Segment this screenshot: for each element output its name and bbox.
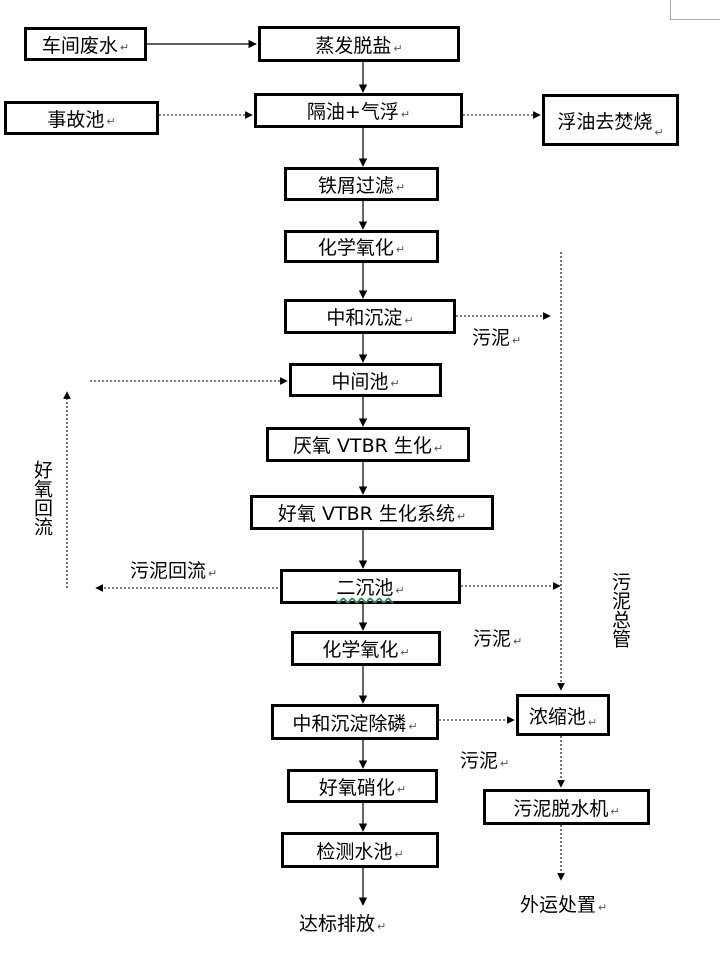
paragraph-mark: ↵ xyxy=(400,108,411,121)
box-chemical-oxidation-2: 化学氧化↵ xyxy=(291,631,441,666)
label-evaporation-desalination: 蒸发脱盐 xyxy=(315,34,392,57)
label-neutralization-phosphorus-removal: 中和沉淀除磷 xyxy=(292,712,407,735)
paragraph-mark: ↵ xyxy=(106,115,116,128)
label-outbound-disposal-text: 外运处置 xyxy=(520,894,597,916)
label-secondary-clarifier: 二沉池 xyxy=(336,577,394,599)
paragraph-mark: ↵ xyxy=(377,920,387,933)
box-monitoring-pool: 检测水池↵ xyxy=(281,832,439,868)
paragraph-mark: ↵ xyxy=(208,567,218,580)
label-outbound-disposal: 外运处置↵ xyxy=(520,890,607,917)
box-neutralization-phosphorus-removal: 中和沉淀除磷↵ xyxy=(271,704,439,740)
box-intermediate-pool: 中间池↵ xyxy=(289,363,442,397)
paragraph-mark: ↵ xyxy=(654,126,664,139)
label-sludge-main-pipe-text: 污泥总管 xyxy=(609,572,631,648)
paragraph-mark: ↵ xyxy=(395,181,406,194)
paragraph-mark: ↵ xyxy=(500,757,510,770)
label-sludge-2: 污泥↵ xyxy=(473,624,522,651)
label-sludge-return-text: 污泥回流 xyxy=(130,560,207,582)
paragraph-mark: ↵ xyxy=(119,41,130,54)
box-chemical-oxidation-1: 化学氧化↵ xyxy=(284,230,439,263)
label-accident-pool: 事故池 xyxy=(47,108,105,131)
label-sludge-dewatering-machine: 污泥脱水机 xyxy=(513,797,609,820)
box-evaporation-desalination: 蒸发脱盐↵ xyxy=(258,26,460,62)
box-aerobic-nitrification: 好氧硝化↵ xyxy=(287,769,438,803)
box-floating-oil-incineration: 浮油去焚烧↵ xyxy=(542,94,679,146)
box-oil-separation-flotation: 隔油+气浮↵ xyxy=(254,93,463,128)
label-anaerobic-vtbr: 厌氧 VTBR 生化 xyxy=(292,435,432,457)
box-accident-pool: 事故池↵ xyxy=(4,101,159,135)
label-thickening-tank: 浓缩池 xyxy=(528,705,586,728)
label-aerobic-return: 好氧回流 xyxy=(26,460,53,546)
label-sludge-2-text: 污泥 xyxy=(473,628,512,650)
label-aerobic-return-text: 好氧回流 xyxy=(31,460,53,536)
label-workshop-wastewater: 车间废水 xyxy=(41,34,118,57)
label-sludge-1-text: 污泥 xyxy=(472,327,511,349)
label-iron-filings-filtration: 铁屑过滤 xyxy=(317,174,394,197)
label-discharge-text: 达标排放 xyxy=(299,913,376,935)
box-sludge-dewatering-machine: 污泥脱水机↵ xyxy=(483,789,650,825)
paragraph-mark: ↵ xyxy=(395,243,406,256)
label-aerobic-vtbr: 好氧 VTBR 生化系统 xyxy=(277,503,455,525)
label-aerobic-nitrification: 好氧硝化 xyxy=(318,776,395,799)
label-intermediate-pool: 中间池 xyxy=(331,370,389,393)
label-sludge-1: 污泥↵ xyxy=(472,323,521,350)
label-sludge-return: 污泥回流↵ xyxy=(130,556,217,583)
paragraph-mark: ↵ xyxy=(396,783,407,796)
paragraph-mark: ↵ xyxy=(456,510,467,523)
box-anaerobic-vtbr: 厌氧 VTBR 生化↵ xyxy=(266,427,470,462)
label-floating-oil-incineration: 浮油去焚烧 xyxy=(557,110,653,133)
label-sludge-3-text: 污泥 xyxy=(460,750,499,772)
paragraph-mark: ↵ xyxy=(393,42,403,55)
paragraph-mark: ↵ xyxy=(513,635,523,648)
label-sludge-main-pipe: 污泥总管 xyxy=(604,572,631,658)
page-corner-mark xyxy=(670,0,720,20)
paragraph-mark: ↵ xyxy=(587,716,598,729)
paragraph-mark: ↵ xyxy=(404,314,414,327)
label-oil-separation-flotation: 隔油+气浮 xyxy=(306,101,399,123)
box-thickening-tank: 浓缩池↵ xyxy=(516,694,610,736)
label-discharge: 达标排放↵ xyxy=(299,909,386,936)
box-neutralization-precipitation: 中和沉淀↵ xyxy=(284,299,456,334)
paragraph-mark: ↵ xyxy=(512,334,522,347)
paragraph-mark: ↵ xyxy=(408,720,418,733)
paragraph-mark: ↵ xyxy=(610,805,620,818)
box-iron-filings-filtration: 铁屑过滤↵ xyxy=(284,167,439,201)
paragraph-mark: ↵ xyxy=(598,901,608,914)
paragraph-mark: ↵ xyxy=(433,442,444,455)
paragraph-mark: ↵ xyxy=(394,848,404,861)
box-aerobic-vtbr: 好氧 VTBR 生化系统↵ xyxy=(250,495,494,530)
label-sludge-3: 污泥↵ xyxy=(460,746,509,773)
paragraph-mark: ↵ xyxy=(395,584,405,597)
box-secondary-clarifier: 二沉池↵ xyxy=(280,569,461,604)
label-chemical-oxidation-1: 化学氧化 xyxy=(317,237,394,259)
label-neutralization-precipitation: 中和沉淀 xyxy=(326,307,403,329)
paragraph-mark: ↵ xyxy=(390,377,400,390)
label-chemical-oxidation-2: 化学氧化 xyxy=(322,639,399,661)
label-monitoring-pool: 检测水池 xyxy=(316,840,393,863)
paragraph-mark: ↵ xyxy=(400,646,410,659)
box-workshop-wastewater: 车间废水↵ xyxy=(24,27,147,61)
